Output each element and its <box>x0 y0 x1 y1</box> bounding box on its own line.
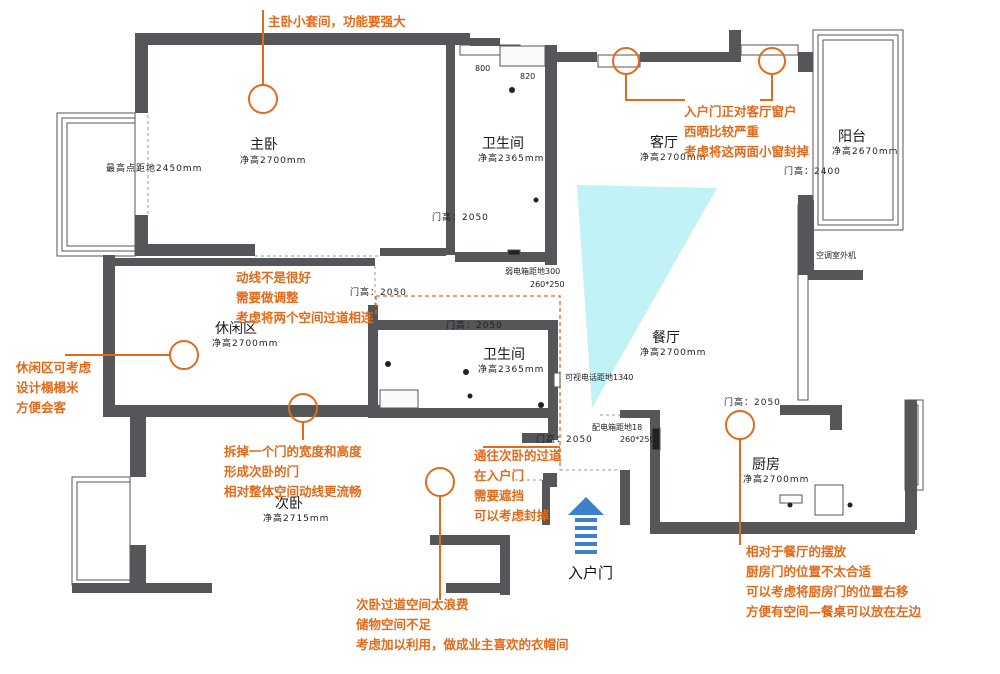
annotation-line: 厨房门的位置不太合适 <box>746 564 872 579</box>
weak-box-size: 260*250 <box>530 280 565 289</box>
annotation-new-door: 拆掉一个门的宽度和高度 形成次卧的门 相对整体空间动线更流畅 <box>224 442 362 502</box>
bath1-door-height: 门高：2050 <box>432 213 489 223</box>
ac-unit-label: 空调室外机 <box>816 251 856 260</box>
annotation-line: 拆掉一个门的宽度和高度 <box>224 444 362 459</box>
leisure-door-height: 门高：2050 <box>350 288 407 298</box>
annotation-line: 需要做调整 <box>236 290 299 305</box>
annotation-line: 入户门正对客厅窗户 <box>684 104 797 119</box>
annotation-line: 储物空间不足 <box>356 617 432 632</box>
bath2-height: 净高2365mm <box>478 365 545 375</box>
entry-door-label: 入户门 <box>568 564 614 582</box>
phone-label: 可视电话距地1340 <box>565 373 634 382</box>
fixtures <box>379 45 844 516</box>
weak-box-label: 弱电箱距地300 <box>505 267 561 276</box>
power-box-label: 配电箱距地18 <box>592 423 643 432</box>
kitchen-door-height: 门高：2050 <box>724 398 781 408</box>
annotation-line: 次卧过道空间太浪费 <box>356 597 469 612</box>
leisure-area-label: 休闲区 <box>215 321 257 337</box>
kitchen-label: 厨房 <box>752 457 780 473</box>
dining-room-label: 餐厅 <box>652 330 680 346</box>
annotation-line: 相对于餐厅的摆放 <box>746 544 847 559</box>
annotation-line: 方便会客 <box>16 400 67 415</box>
annotation-line: 西晒比较严重 <box>684 124 760 139</box>
annotation-line: 考虑将这两面小窗封掉 <box>684 144 810 159</box>
master-bedroom-height: 净高2700mm <box>240 156 307 166</box>
entry-arrow <box>568 497 604 554</box>
door-openings <box>147 115 620 481</box>
bath2-door-height: 门高：2050 <box>446 321 503 331</box>
annotation-line: 在入户门 <box>474 468 525 483</box>
annotation-line: 通往次卧的过道 <box>474 448 562 463</box>
proposed-passage <box>375 295 561 470</box>
annotation-line: 考虑将两个空间过道相连 <box>236 310 374 325</box>
master-bedroom-label: 主卧 <box>250 137 278 153</box>
annotation-master-suite: 主卧小套间，功能要强大 <box>268 12 406 32</box>
kitchen-height: 净高2700mm <box>743 475 810 485</box>
bath1-height: 净高2365mm <box>478 154 545 164</box>
annotation-west-sun: 入户门正对客厅窗户 西晒比较严重 考虑将这两面小窗封掉 <box>684 102 809 162</box>
fixture-dots <box>385 87 853 508</box>
annotation-line: 休闲区可考虑 <box>16 360 92 375</box>
annotation-line: 主卧小套间，功能要强大 <box>268 14 406 29</box>
second-bedroom-label: 次卧 <box>275 496 303 512</box>
annotation-line: 考虑加以利用，做成业主喜欢的衣帽间 <box>356 637 569 652</box>
annotation-markers <box>65 10 786 600</box>
view-cone <box>577 185 717 408</box>
annotation-line: 可以考虑将厨房门的位置右移 <box>746 584 909 599</box>
annotation-passage-screen: 通往次卧的过道 在入户门 需要遮挡 可以考虑封掉 <box>474 446 562 526</box>
annotation-tatami: 休闲区可考虑 设计榻榻米 方便会客 <box>16 358 91 418</box>
bath2-label: 卫生间 <box>483 347 525 363</box>
balcony-label: 阳台 <box>838 129 866 145</box>
bath1-dim-820: 820 <box>520 72 536 81</box>
annotation-line: 形成次卧的门 <box>224 464 300 479</box>
power-box-size: 260*250 <box>620 435 655 444</box>
walls <box>72 30 917 595</box>
leisure-area-height: 净高2700mm <box>212 339 279 349</box>
bath1-dim-800: 800 <box>475 64 491 73</box>
annotation-walk-in-closet: 次卧过道空间太浪费 储物空间不足 考虑加以利用，做成业主喜欢的衣帽间 <box>356 595 569 655</box>
annotation-circulation: 动线不是很好 需要做调整 考虑将两个空间过道相连 <box>236 268 374 328</box>
balcony-height: 净高2670mm <box>832 147 899 157</box>
windows <box>56 29 924 586</box>
annotation-line: 需要遮挡 <box>474 488 525 503</box>
dining-room-height: 净高2700mm <box>640 348 707 358</box>
annotation-line: 可以考虑封掉 <box>474 508 550 523</box>
annotation-line: 设计榻榻米 <box>16 380 79 395</box>
annotation-line: 动线不是很好 <box>236 270 312 285</box>
annotation-line: 相对整体空间动线更流畅 <box>224 484 362 499</box>
living-room-height: 净高2700mm <box>640 153 707 163</box>
living-room-label: 客厅 <box>650 135 678 151</box>
master-max-point: 最高点距地2450mm <box>106 164 203 174</box>
second-bedroom-height: 净高2715mm <box>263 514 330 524</box>
balcony-door-height: 门高：2400 <box>784 167 841 177</box>
entry-door-height: 门高：2050 <box>536 435 593 445</box>
annotation-line: 方便有空间—餐桌可以放在左边 <box>746 604 922 619</box>
annotation-kitchen-door: 相对于餐厅的摆放 厨房门的位置不太合适 可以考虑将厨房门的位置右移 方便有空间—… <box>746 542 921 622</box>
bath1-label: 卫生间 <box>482 136 524 152</box>
